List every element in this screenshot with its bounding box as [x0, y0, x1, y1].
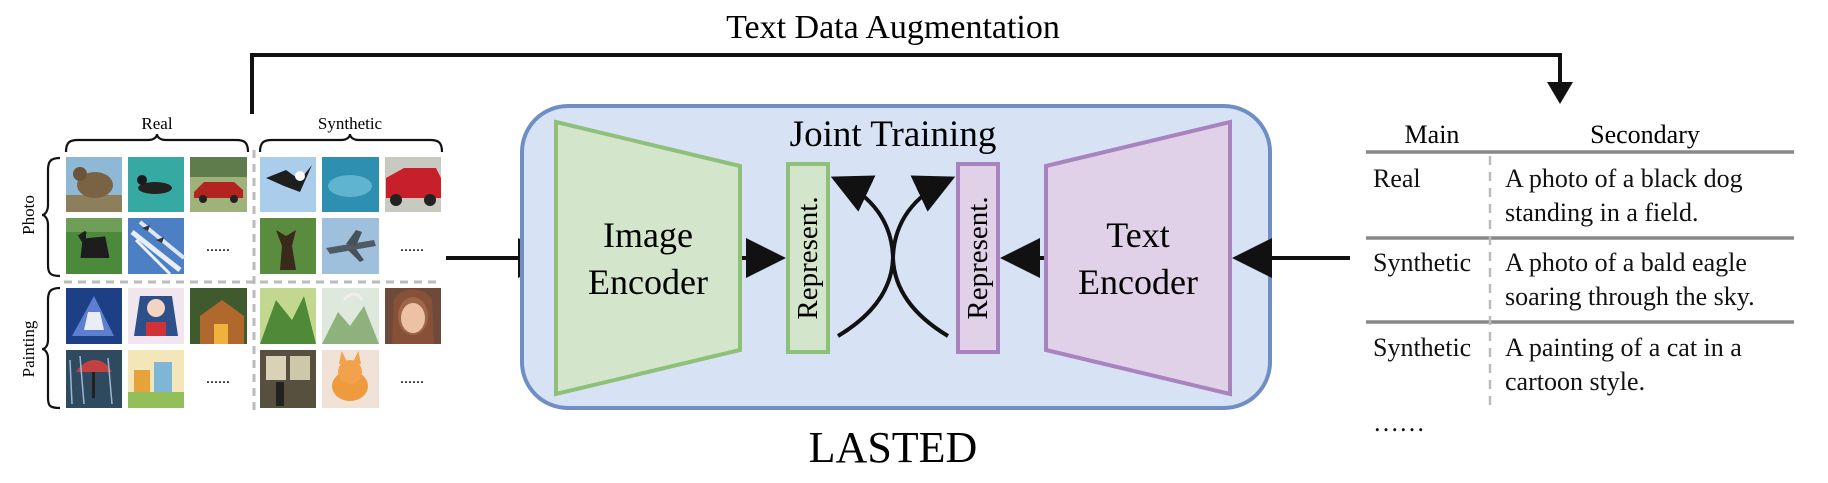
thumb-photo-synth-3 — [385, 157, 441, 212]
thumb-painting-real-5 — [128, 350, 184, 408]
thumb-painting-synth-4 — [260, 350, 316, 408]
thumb-photo-real-4 — [66, 218, 122, 274]
image-encoder — [554, 119, 742, 397]
brace-photo — [41, 156, 61, 278]
ellipsis-painting-synthetic: ...... — [400, 370, 424, 387]
thumb-photo-synth-2 — [322, 157, 379, 212]
thumb-painting-synth-3 — [385, 288, 441, 344]
thumb-painting-real-1 — [66, 288, 122, 344]
table-row-2-secondary-line1: A photo of a bald eagle — [1505, 248, 1747, 277]
column-label-real: Real — [141, 114, 172, 133]
brace-painting — [41, 286, 61, 410]
table-row-2-secondary-line2: soaring through the sky. — [1505, 282, 1755, 311]
text-encoder — [1044, 119, 1232, 397]
column-label-synthetic: Synthetic — [318, 114, 383, 133]
ellipsis-photo-real: ...... — [206, 238, 230, 255]
curve-arrow-to-text-top — [836, 175, 956, 338]
text-encoder-label-1: Text — [1106, 215, 1169, 255]
table-row-3-main: Synthetic — [1373, 333, 1472, 362]
thumb-photo-real-2 — [128, 157, 184, 212]
row-label-painting: Painting — [19, 320, 38, 377]
ellipsis-photo-synthetic: ...... — [400, 238, 424, 255]
joint-training-title: Joint Training — [790, 114, 997, 155]
augmentation-line — [250, 53, 1562, 114]
thumb-painting-synth-1 — [260, 288, 316, 344]
table-more-ellipsis: …… — [1373, 408, 1425, 437]
table-row-3-secondary-line1: A painting of a cat in a — [1505, 333, 1742, 362]
brace-real — [64, 133, 250, 153]
table-row-1-main: Real — [1373, 164, 1421, 193]
represent-label-image: Represent. — [792, 196, 824, 319]
brace-synthetic — [258, 133, 444, 153]
diagram-title: Text Data Augmentation — [726, 9, 1060, 46]
thumb-photo-synth-1 — [260, 157, 316, 212]
represent-box-text — [956, 162, 1000, 354]
represent-box-image — [786, 162, 830, 354]
table-row-1-secondary-line1: A photo of a black dog — [1505, 164, 1743, 193]
augmentation-arrowhead — [1547, 82, 1573, 104]
represent-label-text: Represent. — [962, 196, 994, 319]
thumb-photo-synth-4 — [260, 218, 316, 274]
thumb-photo-real-1 — [66, 157, 122, 212]
table-row-1-secondary-line2: standing in a field. — [1505, 198, 1699, 227]
thumb-photo-real-3 — [190, 157, 247, 212]
thumb-painting-real-4 — [66, 350, 122, 408]
table-row-2-main: Synthetic — [1373, 248, 1472, 277]
text-encoder-label-2: Encoder — [1078, 262, 1198, 302]
thumb-photo-real-5 — [128, 218, 186, 276]
table-header-main: Main — [1405, 120, 1460, 149]
table-header-secondary: Secondary — [1590, 120, 1700, 149]
row-label-photo: Photo — [19, 195, 38, 235]
table-row-3-secondary-line2: cartoon style. — [1505, 367, 1646, 396]
image-encoder-label-2: Encoder — [588, 262, 708, 302]
ellipsis-painting-real: ...... — [206, 370, 230, 387]
thumb-painting-synth-5 — [322, 350, 379, 408]
thumb-painting-real-2 — [128, 288, 184, 344]
image-encoder-label-1: Image — [603, 215, 693, 255]
thumb-photo-synth-5 — [322, 218, 379, 274]
thumb-painting-synth-2 — [322, 288, 379, 344]
thumb-painting-real-3 — [190, 288, 247, 344]
model-name: LASTED — [809, 423, 978, 472]
